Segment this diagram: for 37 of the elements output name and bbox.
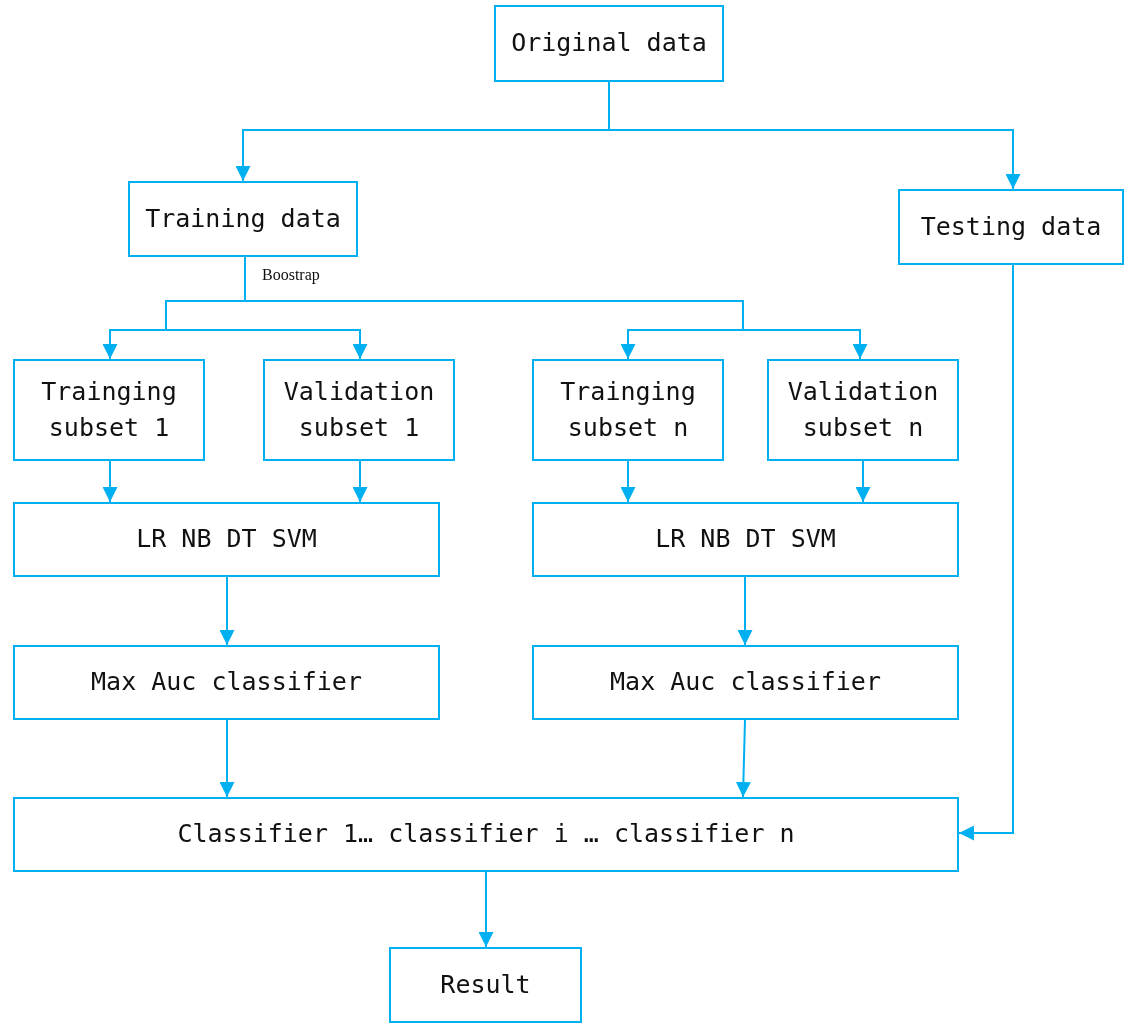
process-box xyxy=(494,5,724,82)
box-label: Original data xyxy=(511,27,707,60)
box-label: Trainging subset n xyxy=(559,375,697,444)
process-box xyxy=(389,947,582,1023)
box-label: Max Auc classifier xyxy=(91,666,362,699)
box-label: Max Auc classifier xyxy=(610,666,881,699)
note-label: Boostrap xyxy=(262,266,320,284)
process-box xyxy=(263,359,455,461)
box-label: Result xyxy=(440,968,531,1001)
arrow xyxy=(958,264,1014,841)
process-box xyxy=(532,645,959,720)
box-label: Trainging subset 1 xyxy=(40,375,178,444)
arrow xyxy=(620,460,636,503)
arrow xyxy=(219,719,235,798)
box-label: Training data xyxy=(145,202,341,235)
process-box xyxy=(13,359,205,461)
arrow xyxy=(219,576,235,646)
arrow xyxy=(102,460,118,503)
process-box xyxy=(13,797,959,872)
process-box xyxy=(532,359,724,461)
arrow xyxy=(352,460,368,503)
process-box xyxy=(13,645,440,720)
arrow xyxy=(735,719,751,798)
box-label: Validation subset n xyxy=(786,375,940,444)
arrow xyxy=(737,576,753,646)
arrow xyxy=(478,871,494,948)
box-label: Classifier 1… classifier i … classifier n xyxy=(177,818,795,851)
box-label: Validation subset 1 xyxy=(282,375,436,444)
process-box xyxy=(128,181,358,257)
box-label: LR NB DT SVM xyxy=(136,523,317,556)
process-box xyxy=(767,359,959,461)
process-box xyxy=(898,189,1124,265)
arrow xyxy=(855,460,871,503)
process-box xyxy=(13,502,440,577)
box-label: Testing data xyxy=(920,210,1102,243)
process-box xyxy=(532,502,959,577)
box-label: LR NB DT SVM xyxy=(655,523,836,556)
